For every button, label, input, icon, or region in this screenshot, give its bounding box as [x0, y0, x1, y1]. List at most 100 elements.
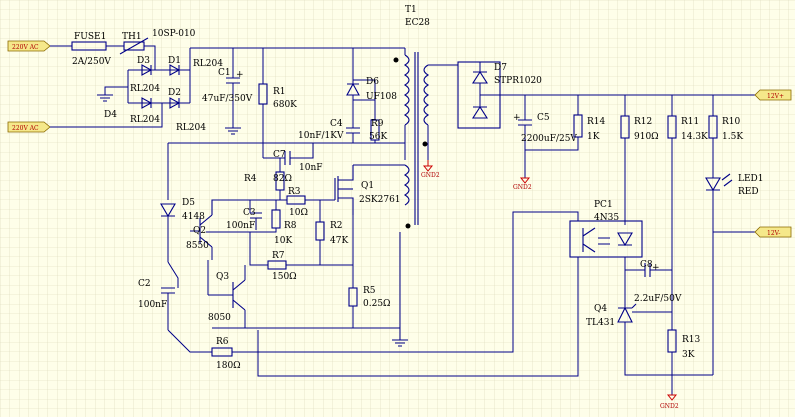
r11-ref: R11 — [681, 117, 699, 127]
port-out-top: 12V+ — [754, 89, 792, 101]
r5-ref: R5 — [363, 286, 376, 296]
bridge-label-b: RL204 — [130, 84, 160, 94]
d4-diode — [141, 97, 153, 109]
r3-value: 10Ω — [289, 208, 308, 218]
port-out-top-label: 12V+ — [767, 93, 784, 100]
r12-ref: R12 — [634, 117, 652, 127]
bridge-label-d: RL204 — [176, 123, 206, 133]
q4-value: TL431 — [586, 318, 615, 328]
ground-primary — [392, 339, 408, 347]
r1-ref: R1 — [273, 87, 286, 97]
q3-ref: Q3 — [216, 272, 229, 282]
r8-value: 10K — [274, 236, 292, 246]
th1-value: 10SP-010 — [152, 29, 196, 39]
d2-diode — [169, 97, 181, 109]
port-ac-bottom: 220V AC — [7, 121, 51, 133]
r13-ref: R13 — [682, 335, 701, 345]
r2-value: 47K — [330, 236, 348, 246]
r7-value: 150Ω — [272, 272, 297, 282]
q1-ref: Q1 — [361, 181, 374, 191]
r3-ref: R3 — [288, 187, 301, 197]
r1-value: 680K — [273, 100, 297, 110]
d6-ref: D6 — [366, 77, 379, 87]
c8-ref: C8 — [640, 260, 653, 270]
port-out-bottom: 12V- — [754, 226, 792, 238]
d7-ref: D7 — [494, 63, 507, 73]
ground-c1 — [225, 127, 241, 135]
r10-ref: R10 — [722, 117, 741, 127]
c3-value: 100nF — [226, 221, 255, 231]
r6-ref: R6 — [216, 337, 229, 347]
q2-ref: Q2 — [193, 226, 206, 236]
port-ac-bottom-label: 220V AC — [12, 125, 39, 132]
r2-ref: R2 — [330, 221, 343, 231]
q3-value: 8050 — [208, 313, 231, 323]
r7-ref: R7 — [272, 251, 285, 261]
pc1-value: 4N35 — [594, 213, 619, 223]
d7-value: STPR1020 — [494, 76, 542, 86]
c4-ref: C4 — [330, 119, 343, 129]
gnd2-a: GND2 — [421, 160, 440, 179]
q4-ref: Q4 — [594, 304, 607, 314]
c5-ref: C5 — [537, 113, 550, 123]
r4-ref: R4 — [244, 174, 257, 184]
port-ac-top-label: 220V AC — [12, 44, 39, 51]
q1-value: 2SK2761 — [359, 195, 401, 205]
r8-ref: R8 — [284, 221, 297, 231]
c7-ref: C7 — [273, 150, 286, 160]
r5-value: 0.25Ω — [363, 299, 391, 309]
r4-value: 82Ω — [273, 174, 292, 184]
c4-value: 10nF/1KV — [298, 131, 344, 141]
svg-text:+: + — [652, 263, 660, 273]
led1-ref: LED1 — [738, 174, 764, 184]
pc1-ref: PC1 — [594, 200, 613, 210]
r14-ref: R14 — [587, 117, 606, 127]
bridge-label-c: RL204 — [130, 115, 160, 125]
c2-ref: C2 — [138, 279, 151, 289]
d4-ref: D4 — [104, 110, 117, 120]
r6-value: 180Ω — [216, 361, 241, 371]
c1-ref: C1 — [218, 68, 231, 78]
gnd2-a-label: GND2 — [421, 172, 440, 179]
c2-value: 100nF — [138, 300, 167, 310]
ground-bridge — [97, 94, 113, 102]
d3-ref: D3 — [137, 56, 150, 66]
bridge-label-a: RL204 — [193, 59, 223, 69]
svg-text:+: + — [513, 113, 521, 123]
gnd2-c-label: GND2 — [660, 403, 679, 410]
pc1-optocoupler — [569, 220, 643, 258]
gnd2-c: GND2 — [660, 394, 679, 410]
c8-value: 2.2uF/50V — [634, 294, 682, 304]
th1-ref: TH1 — [122, 32, 142, 42]
t1-value: EC28 — [405, 18, 430, 28]
r13-value: 3K — [682, 350, 695, 360]
q2-value: 8550 — [186, 241, 209, 251]
d6-value: UF108 — [366, 92, 397, 102]
led1-value: RED — [738, 187, 759, 197]
q1-mosfet — [334, 165, 354, 215]
c5-value: 2200uF/25V — [521, 134, 577, 144]
r10-value: 1.5K — [722, 132, 743, 142]
svg-text:+: + — [236, 70, 244, 80]
r11-value: 14.3K — [681, 132, 708, 142]
gnd2-b-label: GND2 — [513, 184, 532, 191]
gnd2-b: GND2 — [513, 177, 532, 191]
t1-transformer — [393, 52, 430, 229]
fuse1-ref: FUSE1 — [74, 32, 106, 42]
d2-ref: D2 — [168, 88, 181, 98]
c3-ref: C3 — [243, 208, 256, 218]
d3-diode — [141, 64, 153, 76]
port-out-bottom-label: 12V- — [767, 230, 780, 237]
r12-value: 910Ω — [634, 132, 659, 142]
d5-value: 4148 — [182, 212, 205, 222]
d5-ref: D5 — [182, 198, 195, 208]
d1-ref: D1 — [168, 56, 181, 66]
d1-diode — [169, 64, 181, 76]
r9-ref: R9 — [371, 119, 384, 129]
fuse1-value: 2A/250V — [72, 57, 111, 67]
c7-value: 10nF — [299, 163, 323, 173]
r14-value: 1K — [587, 132, 600, 142]
